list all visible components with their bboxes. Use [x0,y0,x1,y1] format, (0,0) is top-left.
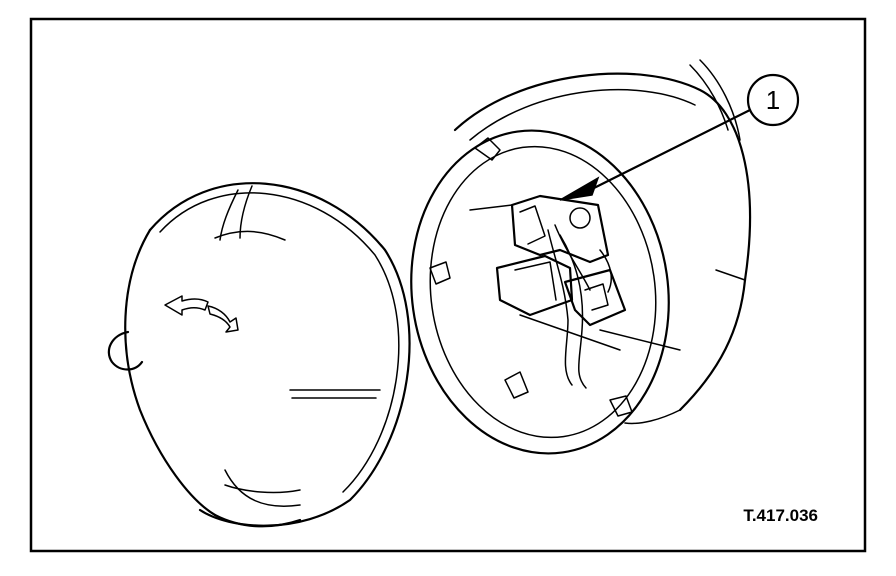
lamp-lens [107,182,411,528]
callout-arrowhead [559,176,600,201]
callout-circle [746,73,800,127]
lamp-housing [410,59,752,455]
figure-frame [29,17,867,553]
callout-label: 1 [766,85,780,115]
callout-leader [588,108,752,192]
callout-1: 1 [559,73,800,201]
figure-reference-code: T.417.036 [743,506,818,525]
